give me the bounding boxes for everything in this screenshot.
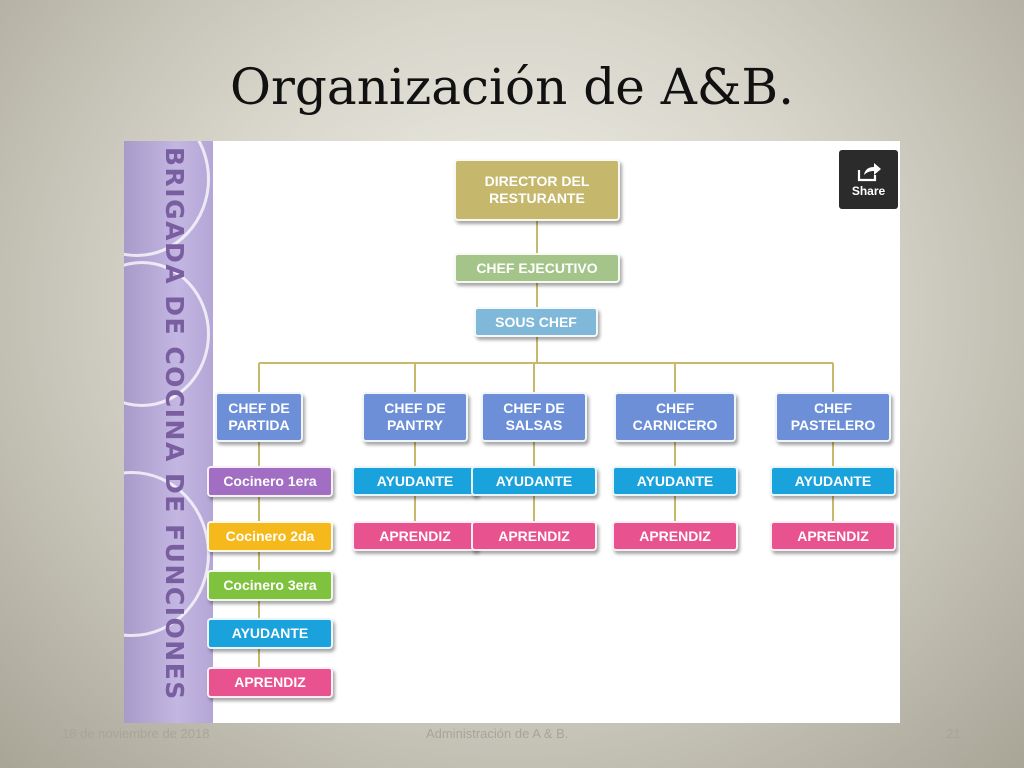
node-chef-1: CHEF DE PARTIDA (215, 392, 303, 442)
node-chef-5: CHEF PASTELERO (775, 392, 891, 442)
node-helper-4: AYUDANTE (770, 466, 896, 496)
footer-title: Administración de A & B. (426, 726, 569, 741)
node-helper-2: AYUDANTE (471, 466, 597, 496)
node-chef-2: CHEF DE PANTRY (362, 392, 468, 442)
node-apprentice-1: APRENDIZ (352, 521, 478, 551)
node-partida-5: APRENDIZ (207, 667, 333, 698)
node-partida-2: Cocinero 2da (207, 521, 333, 552)
node-partida-1: Cocinero 1era (207, 466, 333, 497)
node-executive-chef: CHEF EJECUTIVO (454, 253, 620, 283)
node-partida-4: AYUDANTE (207, 618, 333, 649)
footer-date: 18 de noviembre de 2018 (62, 726, 210, 741)
node-apprentice-4: APRENDIZ (770, 521, 896, 551)
side-label: BRIGADA DE COCINA DE FUNCIONES (160, 147, 189, 701)
node-chef-4: CHEF CARNICERO (614, 392, 736, 442)
node-partida-3: Cocinero 3era (207, 570, 333, 601)
node-director: DIRECTOR DEL RESTURANTE (454, 159, 620, 221)
node-apprentice-3: APRENDIZ (612, 521, 738, 551)
connector-lines (258, 221, 834, 682)
side-panel: BRIGADA DE COCINA DE FUNCIONES (124, 141, 213, 723)
node-helper-1: AYUDANTE (352, 466, 478, 496)
slide-title: Organización de A&B. (230, 58, 794, 116)
node-helper-3: AYUDANTE (612, 466, 738, 496)
org-chart-figure: BRIGADA DE COCINA DE FUNCIONES DIRECTOR … (124, 141, 900, 723)
footer-page-number: 21 (946, 726, 961, 741)
share-label: Share (851, 183, 886, 198)
node-chef-3: CHEF DE SALSAS (481, 392, 587, 442)
share-button[interactable]: Share (839, 150, 898, 209)
node-apprentice-2: APRENDIZ (471, 521, 597, 551)
share-arrow-icon (857, 162, 881, 181)
node-sous-chef: SOUS CHEF (474, 307, 598, 337)
